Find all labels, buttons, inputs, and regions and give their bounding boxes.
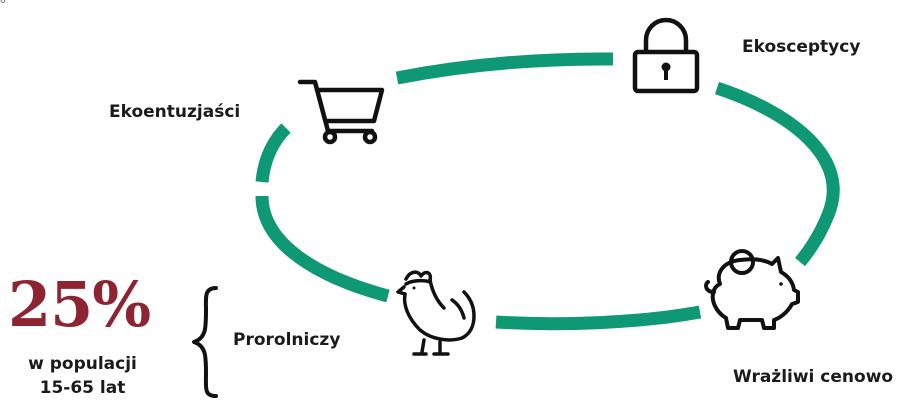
stat-caption: w populacji 15-65 lat — [0, 352, 165, 400]
padlock-icon — [632, 17, 700, 94]
rooster-icon — [396, 270, 476, 356]
stat-caption-line1: w populacji — [28, 354, 137, 374]
segment-label-ekosceptycy: Ekosceptycy — [742, 37, 861, 57]
ring-segment-right — [714, 81, 840, 267]
ring-segment-left-top — [255, 123, 291, 183]
piggy-bank-icon — [704, 249, 800, 330]
stat-percentage: 25% — [8, 268, 151, 341]
corner-mark: 0 — [0, 0, 6, 6]
ring-segment-left-bottom — [255, 195, 390, 303]
segment-label-ekoentuzjasci: Ekoentuzjaści — [109, 102, 241, 122]
ring-segment-top — [395, 52, 614, 85]
stat-caption-line2: 15-65 lat — [39, 378, 126, 398]
ring-segment-bottom — [495, 305, 702, 331]
segment-label-wrazliwi-cenowo: Wrażliwi cenowo — [733, 367, 894, 387]
shopping-cart-icon — [297, 79, 385, 145]
curly-brace-icon — [192, 286, 218, 398]
segment-ring — [255, 52, 840, 331]
segment-label-prorolniczy: Prorolniczy — [233, 330, 341, 350]
